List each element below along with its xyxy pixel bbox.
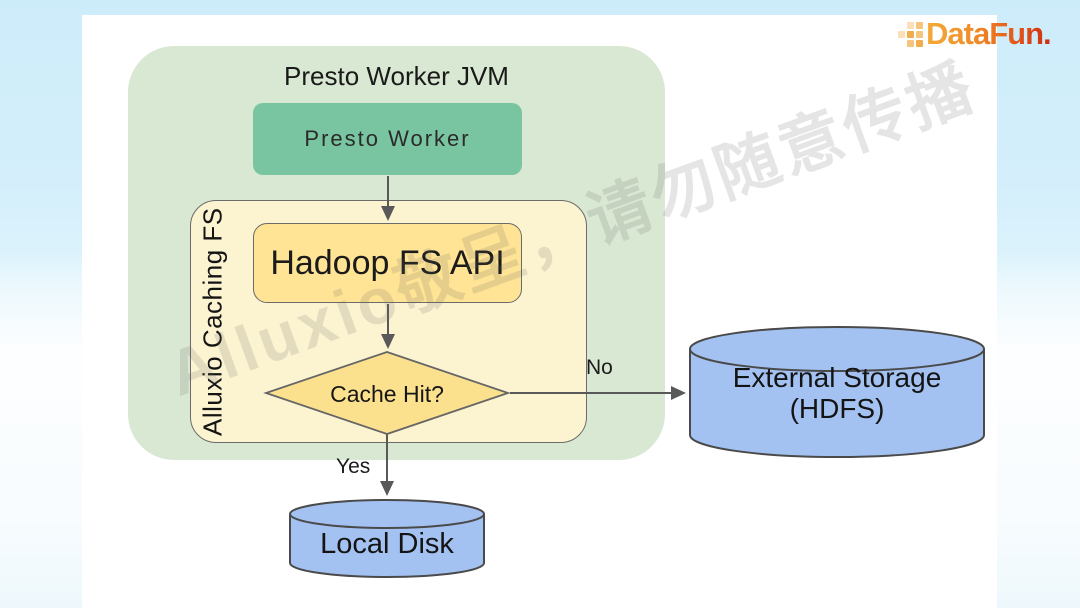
local-disk-label: Local Disk [320,528,454,560]
jvm-container-title: Presto Worker JVM [284,61,509,91]
external-storage-label: External Storage (HDFS) [690,362,984,424]
logo-pixel-dots-icon [898,21,923,47]
presto-worker-node: Presto Worker [253,103,522,175]
hadoop-fs-api-node: Hadoop FS API [253,223,522,303]
edge-label-yes: Yes [336,455,371,478]
external-storage-line2: (HDFS) [789,393,885,424]
logo-wordmark: DataFun. [926,16,1052,51]
edge-label-no: No [586,356,613,379]
external-storage-line1: External Storage [732,362,942,393]
cache-hit-label: Cache Hit? [330,381,444,407]
datafun-logo: DataFun. [898,16,1052,52]
